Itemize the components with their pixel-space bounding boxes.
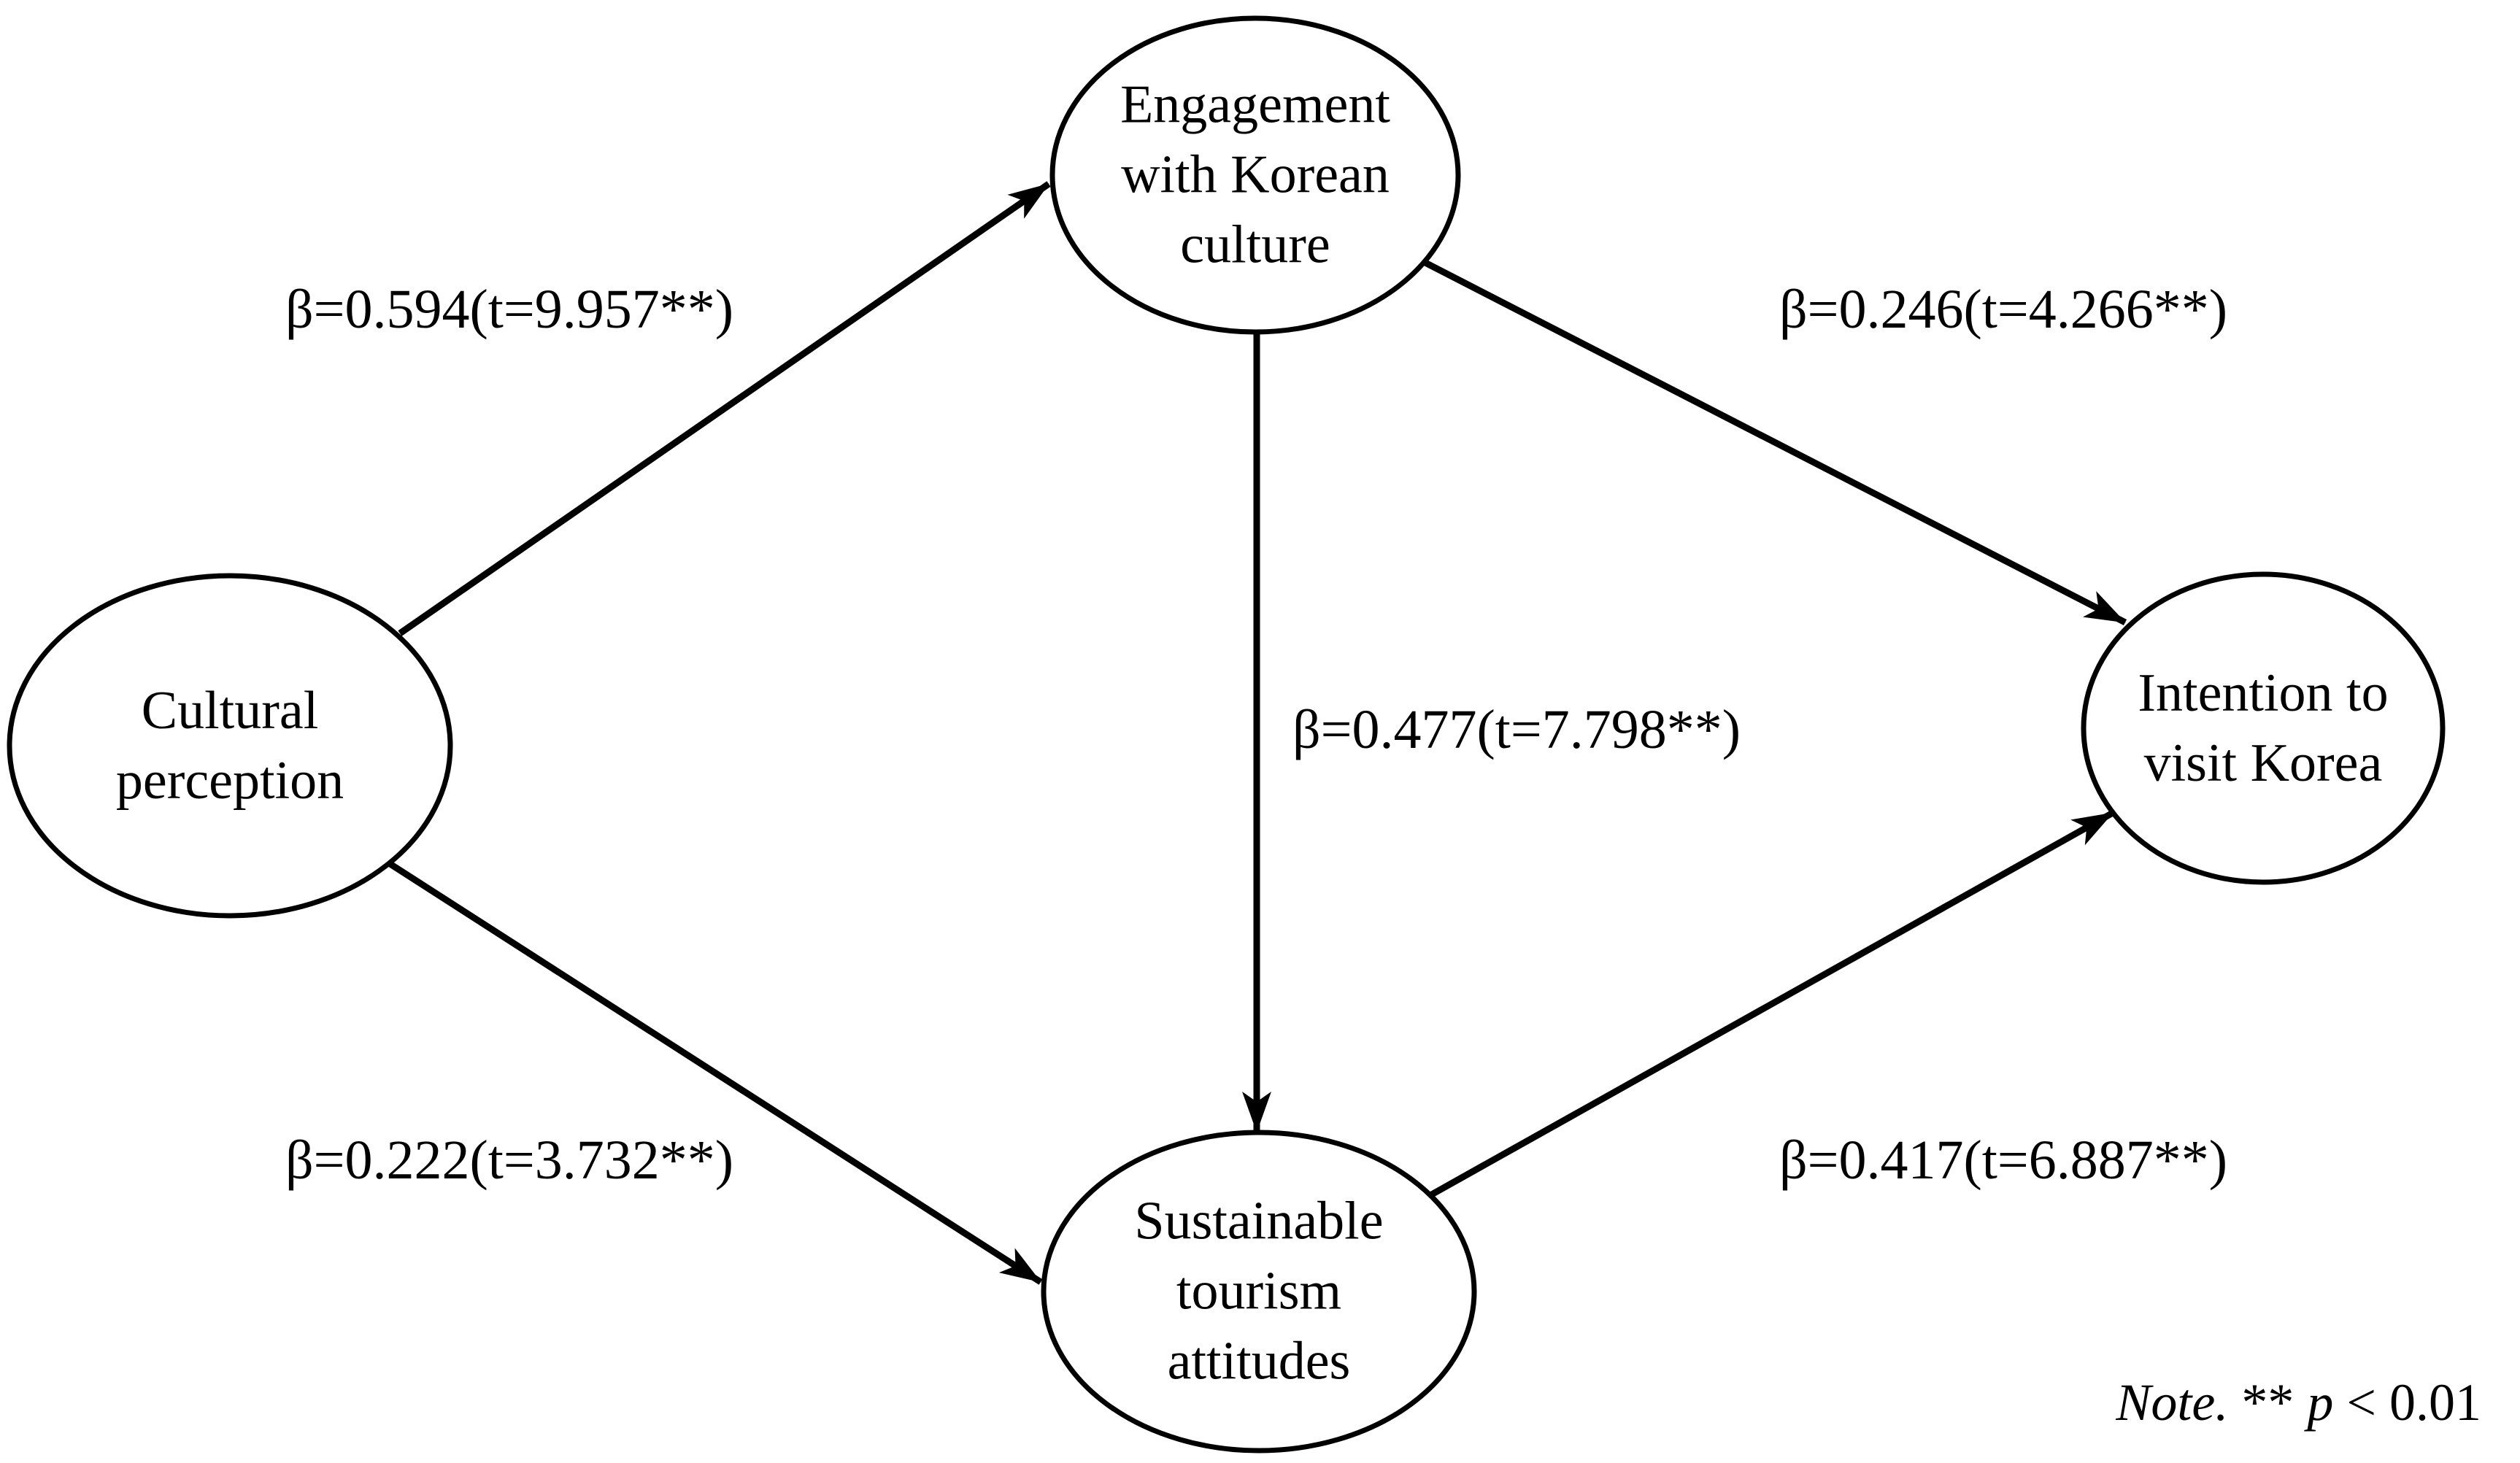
edge-label-cultural-to-sustainable: β=0.222(t=3.732**): [285, 1130, 734, 1191]
note-threshold: < 0.01: [2333, 1373, 2481, 1432]
node-ellipse-cultural-perception: [7, 573, 453, 919]
arrow-cultural-to-engagement: [398, 181, 1051, 636]
note-stars: **: [2228, 1373, 2308, 1432]
node-label-sustainable-tourism-attitudes: Sustainable tourism attitudes: [1134, 1191, 1384, 1392]
arrow-sustainable-to-intention: [1428, 810, 2115, 1198]
edge-label-engagement-to-sustainable: β=0.477(t=7.798**): [1292, 699, 1741, 760]
node-ellipse-sustainable-tourism-attitudes: [1041, 1130, 1477, 1454]
significance-note: Note. ** p < 0.01: [2116, 1376, 2481, 1429]
note-word: Note.: [2116, 1373, 2229, 1432]
node-ellipse-engagement-with-korean-culture: [1049, 15, 1461, 335]
edge-label-engagement-to-intention: β=0.246(t=4.266**): [1779, 279, 2228, 340]
node-ellipse-intention-to-visit-korea: [2081, 571, 2446, 885]
node-label-intention-to-visit-korea: Intention to visit Korea: [2138, 663, 2389, 793]
arrow-engagement-to-intention: [1422, 258, 2127, 626]
edge-label-sustainable-to-intention: β=0.417(t=6.887**): [1779, 1130, 2228, 1191]
node-label-cultural-perception: Cultural perception: [115, 680, 344, 811]
note-p-symbol: p: [2307, 1373, 2334, 1432]
edge-label-cultural-to-engagement: β=0.594(t=9.957**): [285, 279, 734, 340]
arrow-cultural-to-sustainable: [387, 860, 1043, 1285]
node-label-engagement-with-korean-culture: Engagement with Korean culture: [1120, 74, 1390, 276]
